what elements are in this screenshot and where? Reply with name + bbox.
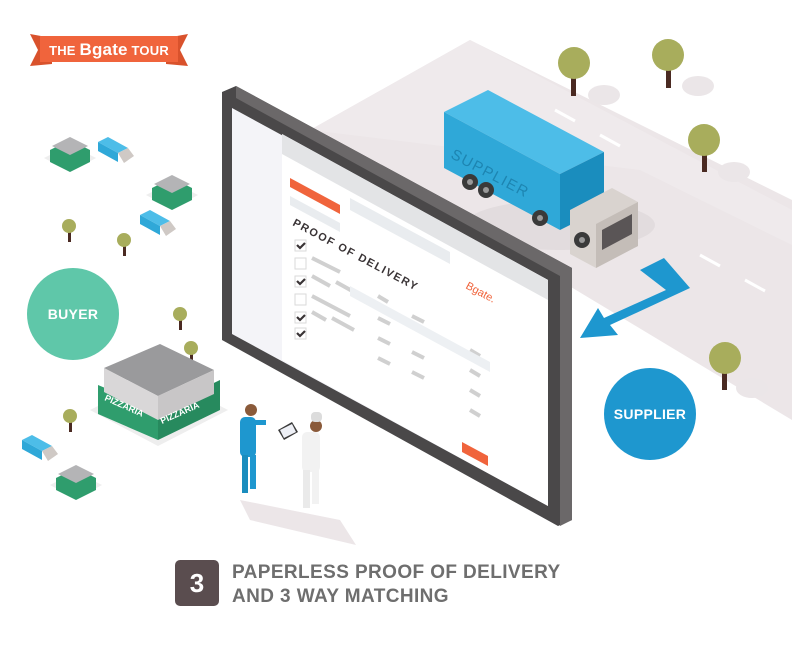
truck-icon <box>22 435 58 461</box>
tree-icon <box>652 39 714 96</box>
supplier-badge: SUPPLIER <box>604 368 696 460</box>
store-icon <box>146 175 198 210</box>
step-caption-line-2: AND 3 WAY MATCHING <box>232 586 449 607</box>
buyer-label: BUYER <box>47 306 99 322</box>
tree-icon <box>173 307 187 330</box>
monitor: PROOF OF DELIVERY Bgate. <box>222 86 572 526</box>
tree-icon <box>184 341 198 364</box>
tree-icon <box>709 342 768 398</box>
arrow-down-left-icon <box>580 258 690 338</box>
supplier-label: SUPPLIER <box>613 406 687 422</box>
step-number-badge: 3 <box>175 560 219 606</box>
tree-icon <box>117 233 131 256</box>
tour-ribbon-text: THE Bgate TOUR <box>49 40 169 59</box>
people-illustration <box>240 404 356 545</box>
truck-icon <box>140 210 176 236</box>
truck-icon <box>98 137 134 163</box>
tree-icon <box>688 124 750 182</box>
tree-icon <box>558 47 620 105</box>
tree-icon <box>63 409 77 432</box>
store-icon <box>50 465 102 500</box>
buyer-badge: BUYER <box>27 268 119 360</box>
pizzaria-store: PIZZARIA PIZZARIA <box>90 344 228 446</box>
step-caption-line-1: PAPERLESS PROOF OF DELIVERY <box>232 562 561 583</box>
step-caption: PAPERLESS PROOF OF DELIVERY AND 3 WAY MA… <box>232 561 561 609</box>
tour-ribbon-banner: THE Bgate TOUR <box>30 32 188 68</box>
tree-icon <box>62 219 76 242</box>
store-icon <box>44 137 96 172</box>
